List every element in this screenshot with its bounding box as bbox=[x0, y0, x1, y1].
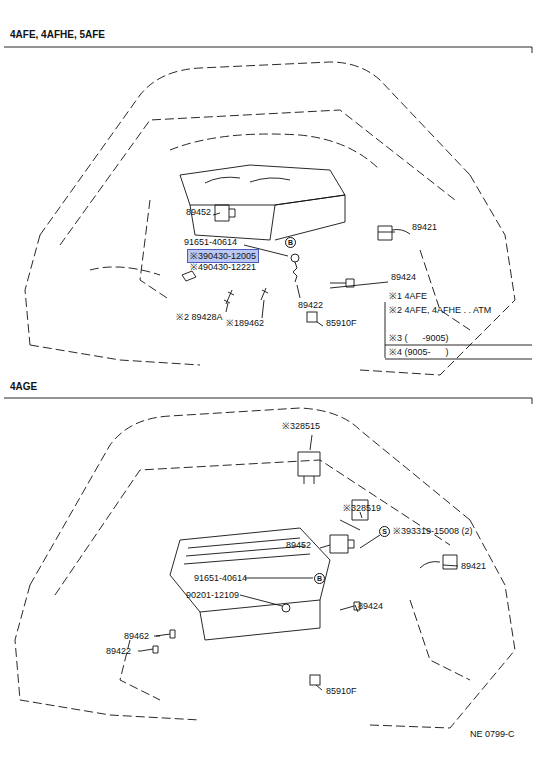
part-number: 89424 bbox=[391, 272, 416, 282]
circle-letter: S bbox=[382, 528, 387, 535]
part-number: 91651-40614 bbox=[184, 237, 237, 247]
drawing-code: NE 0799-C bbox=[470, 729, 515, 739]
part-number: 89422 bbox=[106, 646, 131, 656]
part-number: 89421 bbox=[412, 222, 437, 232]
part-number: 89421 bbox=[461, 561, 486, 571]
note-text: ※2 4AFE, 4AFHE . . ATM bbox=[389, 305, 491, 315]
part-number: 85910F bbox=[326, 686, 357, 696]
circled-letter: B bbox=[314, 573, 325, 584]
part-number: 89422 bbox=[298, 300, 323, 310]
note-text: ※1 4AFE bbox=[389, 291, 427, 301]
part-number: ※328519 bbox=[343, 503, 381, 513]
part-number: ※393319-15008 (2) bbox=[393, 526, 473, 536]
part-number: ※2 89428A bbox=[176, 312, 223, 322]
section-title: 4AFE, 4AFHE, 5AFE bbox=[10, 30, 105, 40]
circled-letter: S bbox=[379, 526, 390, 537]
part-number: 90201-12109 bbox=[186, 590, 239, 600]
part-number: 89452 bbox=[286, 540, 311, 550]
part-number: ※328515 bbox=[282, 421, 320, 431]
section-title: 4AGE bbox=[10, 382, 37, 392]
part-number: ※189462 bbox=[226, 318, 264, 328]
part-number: ※390430-12005 bbox=[190, 251, 256, 261]
circled-letter: B bbox=[285, 237, 296, 248]
part-number: 89452 bbox=[186, 207, 211, 217]
part-number: 89424 bbox=[358, 601, 383, 611]
circle-letter: B bbox=[317, 575, 322, 582]
part-number: 85910F bbox=[326, 318, 357, 328]
highlight-box: ※390430-12005 bbox=[187, 249, 259, 263]
note-text: ※4 (9005- ) bbox=[389, 347, 449, 357]
part-number: 89462 bbox=[124, 631, 149, 641]
circle-letter: B bbox=[288, 239, 293, 246]
note-text: ※3 ( -9005) bbox=[389, 333, 449, 343]
part-number: 91651-40614 bbox=[194, 573, 247, 583]
part-number: ※490430-12221 bbox=[190, 262, 256, 272]
